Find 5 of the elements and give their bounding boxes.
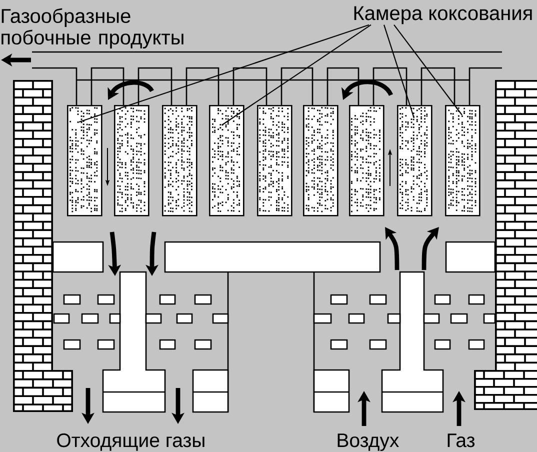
label: Газообразные побочные продукты (2, 8, 184, 49)
label: Отходящие газы (57, 433, 204, 451)
callout-label: Камера коксования (354, 6, 532, 24)
label: Воздух (338, 434, 399, 452)
label: Газ (448, 434, 475, 448)
